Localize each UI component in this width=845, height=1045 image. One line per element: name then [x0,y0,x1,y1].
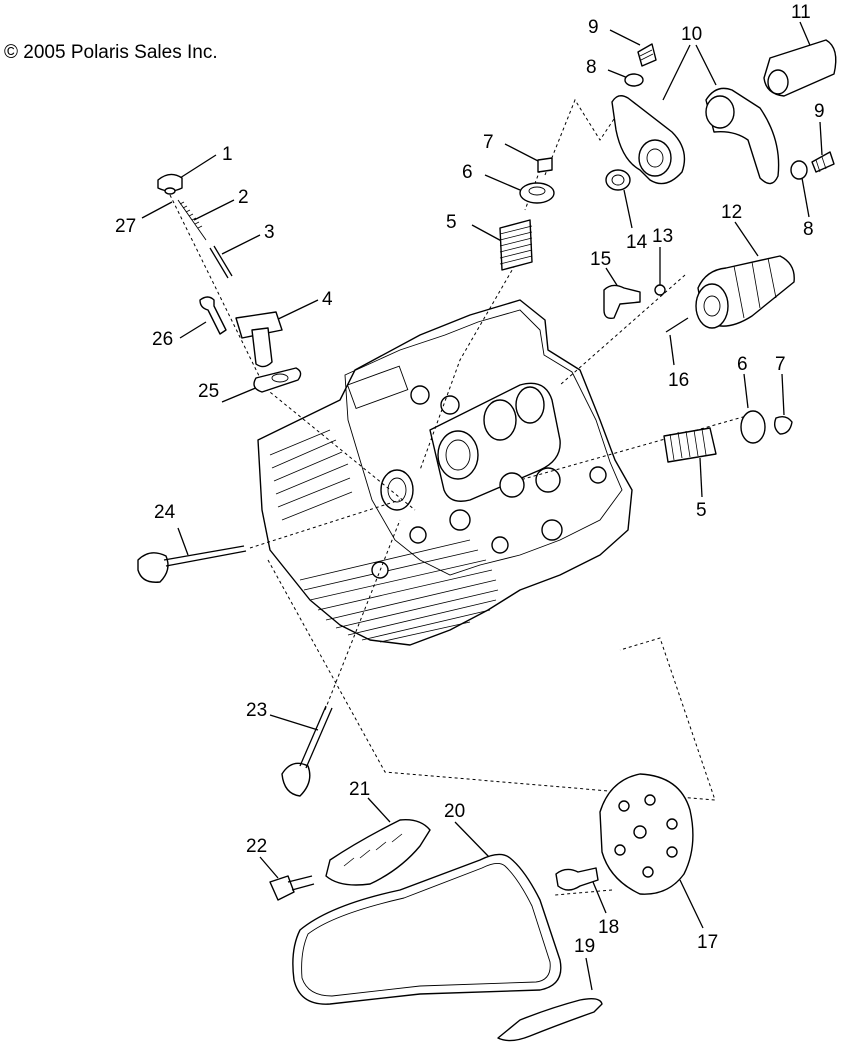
callout-26: 26 [152,329,173,350]
callout-6-top: 6 [462,162,473,183]
callout-23: 23 [246,700,267,721]
cam-chain-assembly [269,819,603,1042]
callout-19: 19 [574,936,595,957]
leader-lines [141,21,823,991]
callout-7-right: 7 [775,354,786,375]
chain-tensioner-blade [325,819,431,886]
callout-8-top: 8 [586,57,597,78]
cam-chain [292,853,562,1005]
callout-25: 25 [198,381,219,402]
callout-3: 3 [264,222,275,243]
tensioner-bolt [199,296,227,335]
sprocket-bolt [555,867,599,891]
tensioner-assembly [157,173,302,393]
callout-13: 13 [652,226,673,247]
tensioner-gasket [253,367,302,393]
callout-10: 10 [681,24,702,45]
callout-4: 4 [322,289,333,310]
callout-5-top: 5 [446,212,457,233]
callout-7-top: 7 [483,132,494,153]
callout-14: 14 [626,232,648,253]
callout-17: 17 [697,932,718,953]
guide-bolt-head [269,875,295,901]
callout-18: 18 [598,917,619,938]
callout-2: 2 [238,187,249,208]
camshaft-assembly [603,255,795,333]
callout-12: 12 [721,202,742,223]
tensioner-cap [157,173,183,192]
callout-16: 16 [668,370,689,391]
valve-exhaust-head [281,762,311,797]
cam-sprocket-assembly [555,773,694,895]
callout-27: 27 [115,216,136,237]
chain-guide [497,997,603,1042]
callout-20: 20 [444,801,465,822]
callout-labels: 1 2 3 4 5 5 6 6 7 7 8 8 9 9 10 11 12 13 … [115,2,825,957]
callout-11: 11 [791,2,811,23]
valves [137,545,333,797]
callout-5-right: 5 [696,500,707,521]
valve-intake-head [137,552,169,583]
cylinder-head [257,299,633,646]
callout-9-top: 9 [588,17,599,38]
decompression-lever [603,284,641,320]
assembly-guide-lines [169,98,751,896]
rocker-assembly [605,39,837,191]
callout-1: 1 [222,144,233,165]
callout-6-right: 6 [737,354,748,375]
callout-9-right: 9 [814,101,825,122]
valve-springs [499,157,793,463]
copyright-notice: © 2005 Polaris Sales Inc. [4,42,218,63]
callout-24: 24 [154,502,176,523]
callout-21: 21 [349,779,370,800]
callout-22: 22 [246,836,267,857]
callout-8-right: 8 [803,219,814,240]
callout-15: 15 [590,249,611,270]
